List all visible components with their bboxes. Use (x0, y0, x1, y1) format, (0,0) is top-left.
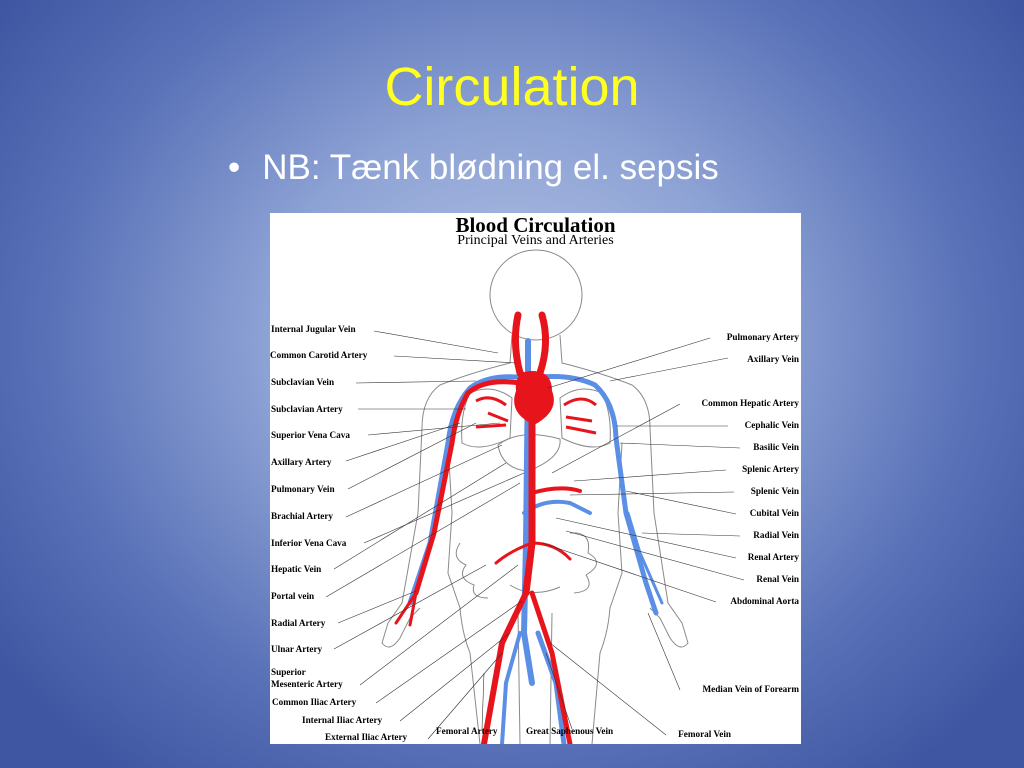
label-inferior-vena-cava: Inferior Vena Cava (271, 538, 347, 548)
heart (475, 371, 597, 435)
diagram-title: Blood Circulation (455, 213, 616, 237)
label-subclavian-artery: Subclavian Artery (271, 404, 343, 414)
label-portal-vein: Portal vein (271, 591, 315, 601)
veins (407, 338, 664, 744)
label-femoral-artery: Femoral Artery (436, 726, 498, 736)
label-splenic-vein: Splenic Vein (750, 486, 799, 496)
label-leader-lines (325, 330, 745, 740)
arteries (394, 311, 582, 744)
body-illustration (325, 249, 745, 744)
label-external-iliac-artery: External Iliac Artery (325, 732, 408, 742)
bullet-text: NB: Tænk blødning el. sepsis (262, 148, 719, 187)
label-pulmonary-vein: Pulmonary Vein (271, 484, 335, 494)
label-brachial-artery: Brachial Artery (271, 511, 333, 521)
circulation-diagram: Blood Circulation Principal Veins and Ar… (270, 213, 801, 744)
label-superior-vena-cava: Superior Vena Cava (271, 430, 350, 440)
label-internal-jugular-vein: Internal Jugular Vein (271, 324, 356, 334)
label-axillary-artery: Axillary Artery (271, 457, 332, 467)
label-superior: Superior (271, 667, 306, 677)
label-renal-vein: Renal Vein (756, 574, 799, 584)
label-pulmonary-artery: Pulmonary Artery (726, 332, 799, 342)
label-common-carotid-artery: Common Carotid Artery (270, 350, 368, 360)
label-internal-iliac-artery: Internal Iliac Artery (302, 715, 383, 725)
label-splenic-artery: Splenic Artery (742, 464, 799, 474)
label-axillary-vein: Axillary Vein (747, 354, 799, 364)
label-basilic-vein: Basilic Vein (753, 442, 799, 452)
label-cubital-vein: Cubital Vein (749, 508, 799, 518)
label-median-vein-of-forearm: Median Vein of Forearm (702, 684, 799, 694)
bullet-marker: • (228, 148, 241, 187)
label-radial-vein: Radial Vein (753, 530, 799, 540)
bullet-point: • NB: Tænk blødning el. sepsis (228, 146, 719, 190)
label-cephalic-vein: Cephalic Vein (744, 420, 799, 430)
label-common-hepatic-artery: Common Hepatic Artery (701, 398, 799, 408)
label-ulnar-artery: Ulnar Artery (271, 644, 323, 654)
label-common-iliac-artery: Common Iliac Artery (272, 697, 357, 707)
label-abdominal-aorta: Abdominal Aorta (730, 596, 799, 606)
label-mesenteric-artery: Mesenteric Artery (271, 679, 343, 689)
label-radial-artery: Radial Artery (271, 618, 326, 628)
label-femoral-vein: Femoral Vein (678, 729, 731, 739)
label-subclavian-vein: Subclavian Vein (271, 377, 335, 387)
label-hepatic-vein: Hepatic Vein (271, 564, 322, 574)
diagram-subtitle: Principal Veins and Arteries (457, 233, 614, 248)
label-renal-artery: Renal Artery (747, 552, 799, 562)
label-great-saphenous-vein: Great Saphenous Vein (526, 726, 614, 736)
slide-title: Circulation (384, 57, 640, 117)
